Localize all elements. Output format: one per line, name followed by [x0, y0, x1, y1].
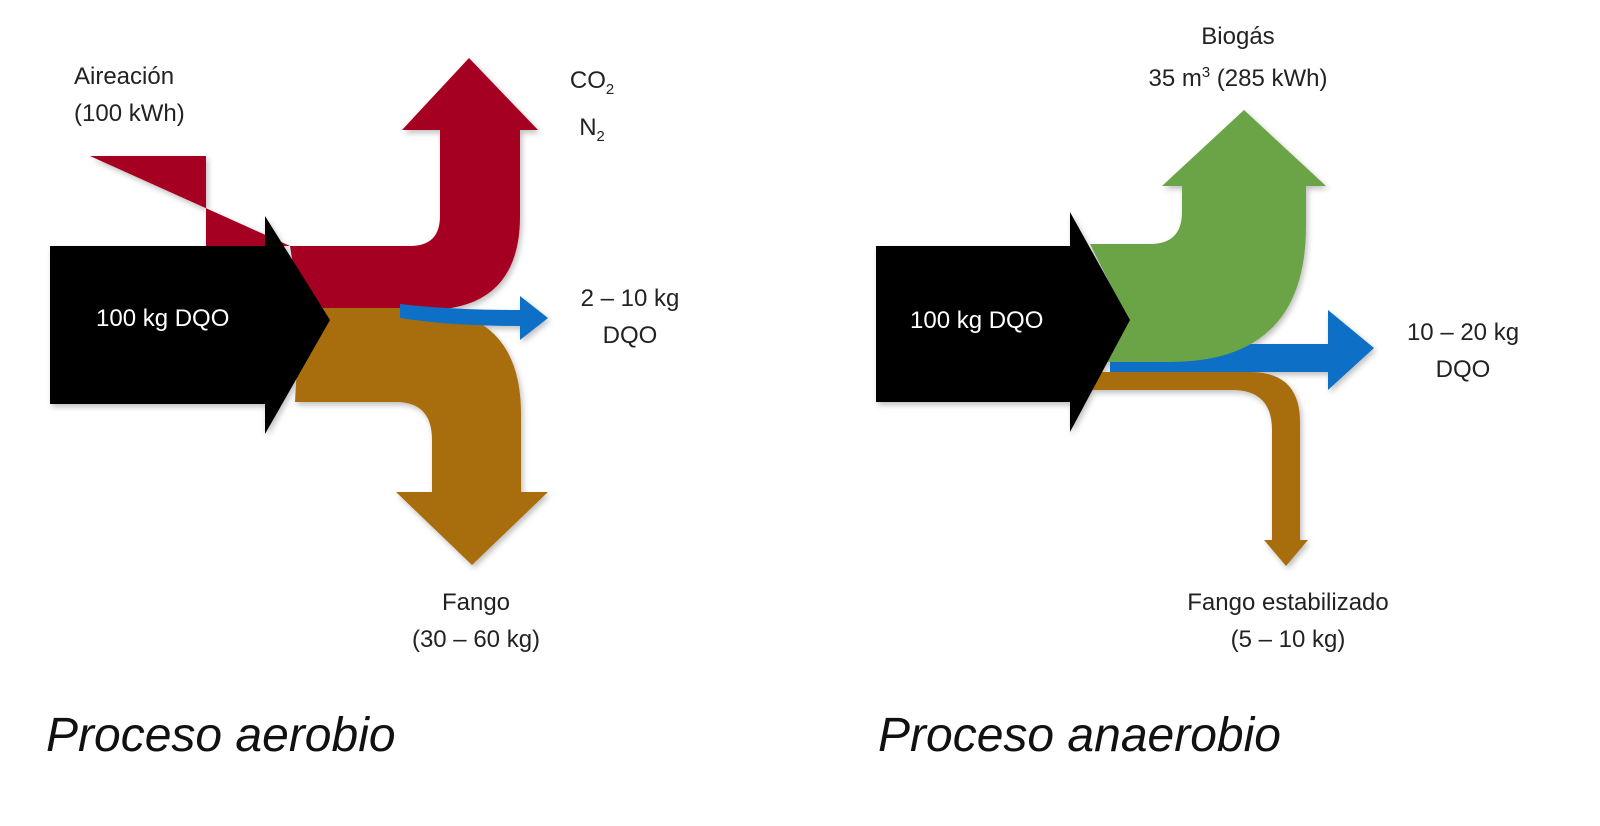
anaerobic-effluent-line1: 10 – 20 kg: [1406, 319, 1520, 346]
anaerobic-input-label: 100 kg DQO: [910, 307, 1044, 334]
co2-label: CO2: [569, 67, 615, 98]
aerobic-input-arrow: [50, 216, 330, 434]
n2-label: N2: [579, 113, 605, 145]
aeration-label-line1: Aireación: [74, 63, 175, 90]
anaerobic-effluent-arrow: [1110, 310, 1374, 390]
aerobic-gas-arrow: [90, 58, 538, 310]
biogas-label-line2: 35 m3 (285 kWh): [1148, 65, 1328, 92]
anaerobic-flow-group: [876, 110, 1374, 566]
gases-label: CO2 N2: [562, 62, 622, 156]
aerobic-input-label: 100 kg DQO: [96, 305, 230, 332]
anaerobic-effluent-label: 10 – 20 kg DQO: [1396, 314, 1530, 388]
aeration-label-line2: (100 kWh): [74, 100, 185, 127]
aerobic-sludge-line2: (30 – 60 kg): [411, 626, 541, 653]
anaerobic-sludge-arrow: [1090, 372, 1308, 566]
aerobic-effluent-label: 2 – 10 kg DQO: [568, 280, 692, 354]
aerobic-sludge-label: Fango (30 – 60 kg): [396, 584, 556, 658]
anaerobic-effluent-line2: DQO: [1435, 356, 1491, 383]
biogas-label-line1: Biogás: [1201, 23, 1275, 50]
anaerobic-input-arrow: [876, 212, 1130, 432]
aerobic-flow-group: [50, 58, 548, 565]
aerobic-sludge-arrow: [295, 308, 548, 565]
aerobic-title: Proceso aerobio: [46, 709, 396, 762]
anaerobic-title: Proceso anaerobio: [878, 709, 1281, 762]
anaerobic-sludge-label: Fango estabilizado (5 – 10 kg): [1164, 584, 1412, 658]
aeration-label: Aireación (100 kWh): [74, 58, 185, 132]
aerobic-effluent-line2: DQO: [602, 322, 658, 349]
aerobic-effluent-arrow: [400, 296, 548, 340]
anaerobic-biogas-arrow: [1090, 110, 1326, 362]
anaerobic-sludge-line2: (5 – 10 kg): [1230, 626, 1346, 653]
aerobic-sludge-line1: Fango: [441, 589, 511, 616]
anaerobic-sludge-line1: Fango estabilizado: [1187, 589, 1389, 616]
biogas-label: Biogás 35 m3 (285 kWh): [1118, 18, 1358, 97]
aerobic-effluent-line1: 2 – 10 kg: [580, 285, 680, 312]
